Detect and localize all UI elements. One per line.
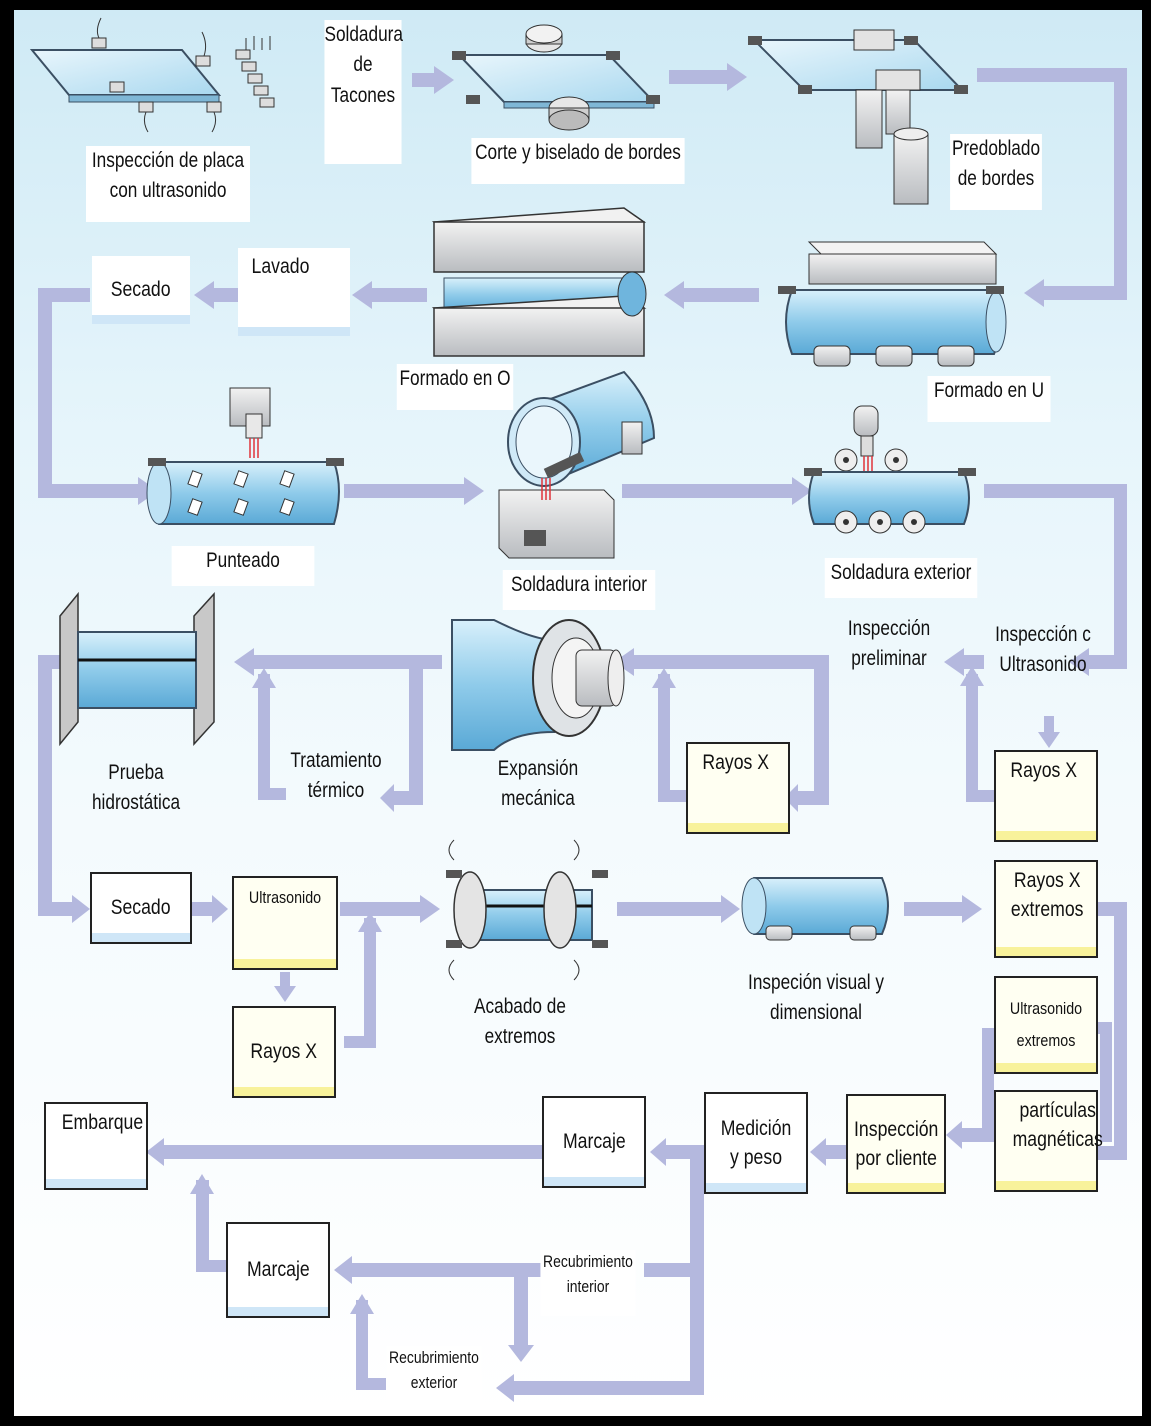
label-tratamiento-termico: Tratamiento térmico (290, 749, 382, 803)
visual-inspection-pipe-illustration (741, 877, 889, 941)
hydrostatic-test-illustration (59, 591, 215, 747)
tack-welding-illustration (146, 387, 344, 525)
box-particulas-magneticas: partículas magnéticas (994, 1090, 1103, 1192)
label-recubrimiento-interior: Recubrimiento interior (540, 1250, 636, 1316)
label-prueba-hidrostatica: Prueba hidrostática (91, 761, 181, 815)
box-ultrasonido: Ultrasonido (232, 876, 338, 970)
label-formado-o: Formado en O (396, 364, 514, 410)
label-acabado-extremos: Acabado de extremos (474, 995, 566, 1049)
label-inspeccion-placa: Inspección de placa con ultrasonido (86, 146, 250, 222)
label-soldadura-exterior: Soldadura exterior (824, 558, 978, 598)
label-soldadura-tacones: Soldadura de Tacones (324, 20, 403, 164)
edge-cutting-illustration (452, 24, 660, 131)
box-marcaje-2: Marcaje (226, 1222, 330, 1318)
box-rayos-x-3: Rayos X (232, 1006, 336, 1098)
label-punteado: Punteado (171, 546, 315, 586)
box-ultrasonido-extremos: Ultrasonido extremos (994, 976, 1098, 1074)
box-rayos-x-1: Rayos X (686, 742, 790, 834)
box-rayos-x-2: Rayos X (994, 750, 1098, 842)
box-medicion-peso: Medición y peso (704, 1092, 808, 1194)
box-secado-2: Secado (90, 872, 192, 944)
label-recubrimiento-exterior: Recubrimiento exterior (386, 1346, 482, 1412)
label-inspeccion-ultrasonido: Inspección c Ultrasonido (995, 623, 1091, 677)
outer-welding-illustration (804, 405, 976, 534)
box-inspeccion-cliente: Inspección por cliente (846, 1094, 946, 1194)
box-rayos-x-extremos: Rayos X extremos (994, 860, 1098, 958)
flow-arrows (38, 63, 1127, 1402)
label-predoblado: Predoblado de bordes (950, 134, 1042, 210)
box-lavado: Lavado (238, 248, 350, 336)
end-finishing-illustration (446, 839, 608, 981)
o-forming-press-illustration (431, 207, 647, 357)
edge-prebending-illustration (748, 29, 968, 205)
ultrasound-plate-illustration (29, 17, 275, 133)
u-forming-illustration (778, 241, 1007, 367)
inner-welding-illustration (498, 370, 656, 559)
label-inspeccion-preliminar: Inspección preliminar (847, 617, 931, 671)
flow-graphics (29, 17, 1127, 1402)
box-secado-1: Secado (92, 256, 190, 324)
box-embarque: Embarque (44, 1102, 148, 1190)
mechanical-expansion-illustration (451, 619, 625, 751)
box-marcaje-1: Marcaje (542, 1096, 646, 1188)
process-diagram: Inspección de placa con ultrasonido Sold… (14, 10, 1142, 1416)
label-expansion-mecanica: Expansión mecánica (497, 757, 579, 811)
label-corte-biselado: Corte y biselado de bordes (471, 138, 685, 184)
label-inspeccion-visual: Inspeción visual y dimensional (748, 971, 884, 1025)
label-soldadura-interior: Soldadura interior (502, 570, 656, 610)
label-formado-u: Formado en U (927, 376, 1051, 422)
